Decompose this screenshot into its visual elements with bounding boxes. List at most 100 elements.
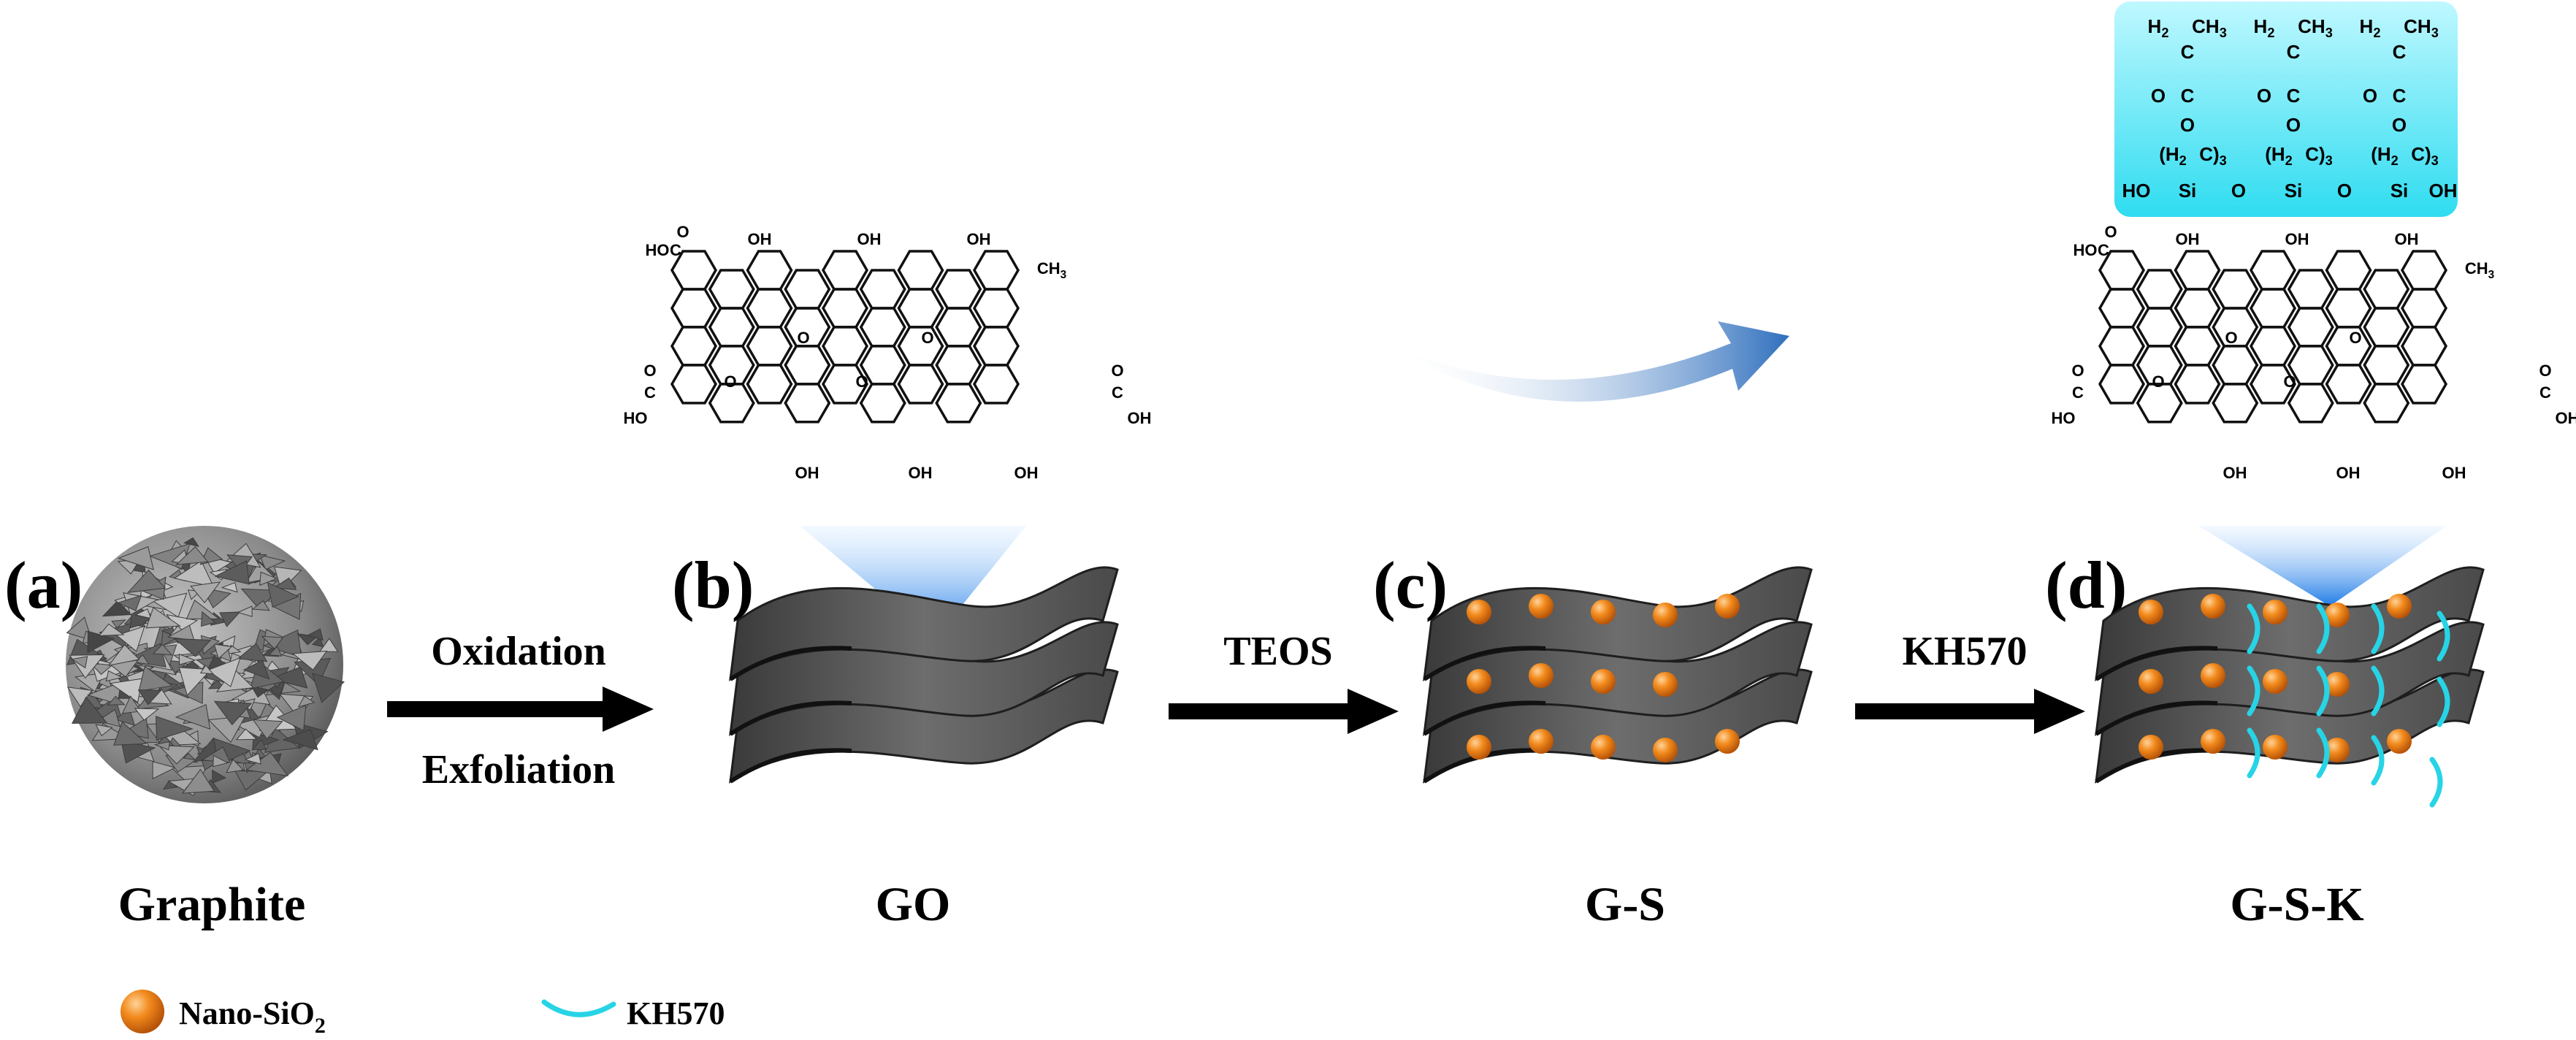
carbon-ring (708, 269, 755, 310)
nano-sio2-particle (2387, 594, 2412, 619)
kh570-chain (2247, 665, 2260, 716)
go-cooh-c: C (2539, 383, 2551, 402)
graphite-flake (199, 664, 214, 675)
go-epoxy-o: O (2152, 372, 2164, 391)
nano-sio2-particle (2201, 594, 2225, 619)
go-hooc-c: C (2098, 241, 2109, 259)
sheet-top-edge (1423, 646, 1546, 681)
carbon-ring (972, 364, 1020, 405)
sheet-top (729, 566, 1119, 681)
kh570-ho: HO (2122, 180, 2151, 202)
graphite-flake (156, 716, 194, 741)
legend-nano-sio2-label: Nano-SiO2 (179, 995, 326, 1038)
carbon-ring (2287, 269, 2334, 310)
nano-sio2-particle (1591, 735, 1616, 760)
go-cooh-c: C (2072, 383, 2084, 402)
go-cooh-o: O (1111, 362, 1123, 380)
graphite-flake (297, 695, 316, 708)
graphite-label: Graphite (118, 878, 306, 931)
carbon-ring (821, 288, 869, 329)
go-epoxy-o: O (855, 372, 868, 391)
panel-c-tag: (c) (1373, 548, 1448, 622)
carbon-ring (2098, 288, 2146, 329)
kh570-si: Si (2390, 180, 2409, 202)
carbon-ring (897, 364, 944, 405)
carbon-ring (2249, 326, 2297, 367)
go-oh-top: OH (857, 230, 882, 248)
kh570-box (2114, 1, 2458, 217)
go-oh-top: OH (2176, 230, 2200, 248)
carbon-ring (972, 250, 1020, 291)
go-cooh-ho: HO (2052, 409, 2076, 427)
kh570-si: Si (2179, 180, 2197, 202)
go-oh-bottom: OH (1014, 464, 1039, 482)
graphite-flake (190, 581, 221, 604)
kh570-chain (2437, 611, 2450, 662)
nano-sio2-particle (2139, 735, 2163, 760)
go-cooh-oh: OH (2556, 409, 2576, 427)
step-teos: TEOS (1223, 629, 1332, 674)
kh570-c: C (2393, 41, 2407, 63)
carbon-ring (670, 326, 718, 367)
carbon-ring (821, 326, 869, 367)
arrow-kh570 (1855, 689, 2085, 734)
gs-label: G-S (1585, 878, 1665, 931)
kh570-chain (2429, 757, 2443, 808)
kh570-o: O (2257, 85, 2271, 107)
nano-sio2-particle (2263, 735, 2288, 760)
nano-sio2-particle (1653, 738, 1678, 762)
nano-sio2-particle (1529, 594, 1553, 619)
graphite-flake (175, 703, 211, 730)
go-cooh-o: O (2071, 362, 2084, 380)
graphite-flake (107, 695, 126, 706)
carbon-ring (670, 288, 718, 329)
graphite-flake (226, 758, 245, 773)
carbon-ring (935, 345, 982, 386)
go-oh-top: OH (2395, 230, 2419, 248)
graphite-flake (251, 738, 267, 750)
go-epoxy-o: O (921, 329, 933, 347)
graphite-flake (276, 705, 307, 732)
kh570-chain-label: (H2 (2159, 143, 2187, 168)
go-epoxy-o: O (2283, 372, 2296, 391)
carbon-ring (2212, 345, 2259, 386)
carbon-ring (2249, 288, 2297, 329)
go-oh-top: OH (748, 230, 772, 248)
graphite-flake (89, 662, 113, 676)
curved-arrow (1388, 321, 1789, 402)
kh570-h2c: H2 (2254, 15, 2275, 40)
graphite-flake (134, 708, 160, 721)
graphite-flake (167, 624, 195, 641)
graphite-flake (115, 625, 145, 652)
kh570-o-link: O (2337, 180, 2352, 202)
carbon-ring (2212, 269, 2259, 310)
graphite-flake (152, 761, 177, 780)
carbon-ring (784, 345, 831, 386)
graphite-flake (118, 546, 154, 570)
carbon-ring (935, 383, 982, 424)
sheet-middle-edge (2095, 700, 2218, 736)
go-epoxy-o: O (2349, 329, 2361, 347)
step-exfoliation: Exfoliation (422, 747, 615, 792)
kh570-chain-label: (H2 (2371, 143, 2399, 168)
go-sheets (729, 566, 1119, 784)
graphite-flake (200, 611, 216, 627)
graphite-flake (261, 635, 284, 650)
graphite-flake (250, 685, 269, 698)
nano-sio2-particle (2325, 738, 2350, 762)
nano-sio2-particle (2201, 729, 2225, 754)
graphite-flake (152, 592, 188, 618)
graphite-flake (272, 577, 297, 590)
carbon-ring (2136, 383, 2183, 424)
kh570-si: Si (2285, 180, 2303, 202)
graphite-flake (153, 741, 170, 751)
carbon-ring (2363, 345, 2410, 386)
kh570-ch3: CH3 (2404, 15, 2439, 40)
go-oh-bottom: OH (795, 464, 819, 482)
carbon-ring (2174, 364, 2221, 405)
carbon-ring (972, 326, 1020, 367)
kh570-chain (2437, 676, 2450, 727)
go-oh-bottom: OH (909, 464, 933, 482)
carbon-ring (859, 307, 906, 348)
kh570-o: O (2151, 85, 2166, 107)
